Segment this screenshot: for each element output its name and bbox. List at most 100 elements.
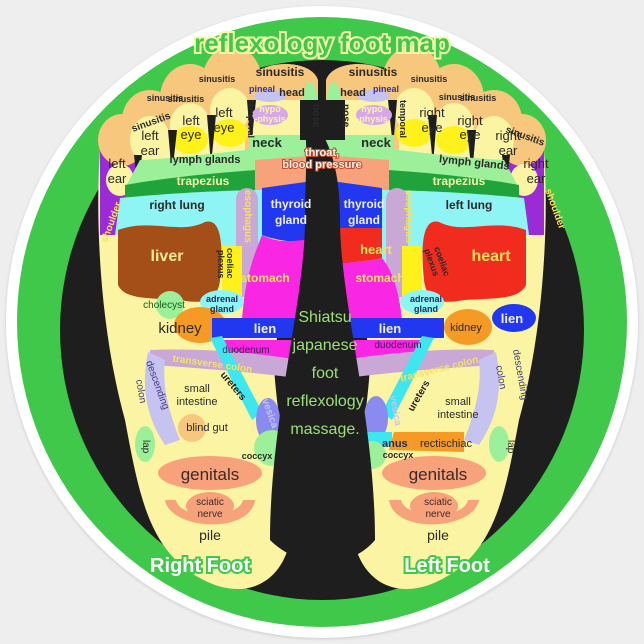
label-adrenal-b: gland [210,304,234,314]
label-esophagus: esophagus [403,190,414,243]
adrenal-zone [400,290,444,314]
label-duodenum: duodenum [222,345,269,356]
label-blood-pressure: blood pressure [282,159,361,171]
toe-gap [428,115,437,165]
label-sciatic: sciatic [424,497,452,508]
eye-zone-2 [210,88,250,132]
lap-zone [489,426,509,462]
label-blind-gut: blind gut [186,422,228,434]
label-coccyx: coccyx [383,450,414,460]
label-neck: neck [252,135,282,150]
label-thyroid-b: gland [275,213,307,227]
center-text-5: massage. [290,421,359,438]
label-trapezius: trapezius [433,174,486,188]
label-colon: colon [493,365,508,390]
label-nerve: nerve [197,509,222,520]
label-nose: nose [340,104,351,128]
label-left-ear-b: ear [141,143,160,158]
label-adrenal-a: adrenal [206,294,238,304]
adrenal-zone [200,290,244,314]
throat-zone [255,155,322,190]
right-eye-highlight-2 [396,119,432,147]
label-kidney: kidney [158,320,202,337]
label-intestine: intestine [177,396,218,408]
label-left-foot: Left Foot [404,555,490,577]
label-sinusitis-2: sinusitis [168,94,205,104]
label-left-eye-a: left [182,113,200,128]
label-lymph-glands: lymph glands [170,154,241,166]
right-eye-highlight-1 [436,126,472,154]
label-colon: colon [133,379,148,404]
label-lien: lien [254,321,276,336]
label-physis: -physis [356,114,388,124]
label-left-eye2-a: left [215,105,233,120]
label-left-ear-a: left [141,128,159,143]
toe-gap [467,130,476,175]
trapezius-zone [354,168,519,200]
label-physis: -physis [254,114,286,124]
label-plexus: plexus [216,250,226,279]
label-pile: pile [199,527,221,543]
center-text-3: foot [312,365,339,382]
label-left-eye2-b: eye [214,120,235,135]
center-text-4: reflexology [286,393,363,410]
rectischiac-zone [389,432,464,452]
hypophysis-zone [252,105,288,125]
title: reflexology foot map [194,28,450,58]
label-pineal: pineal [249,84,275,94]
label-right-foot: Right Foot [150,555,250,577]
liver-zone [118,221,222,302]
label-esophagus: esophagus [242,190,253,243]
cholecyst-zone [156,291,184,319]
sciatic-zone [186,492,234,520]
neck-zone [324,135,394,160]
label-right-lung: right lung [149,198,204,212]
label-thyroid-a: thyroid [344,197,385,211]
label-neck: neck [361,135,391,150]
label-vesica: vesica [387,395,403,427]
label-lien-inner: lien [379,321,401,336]
label-sinusitis-4: sinusitis [147,93,184,103]
descending-colon-zone [464,352,500,445]
label-adrenal-b: gland [414,304,438,314]
label-stomach: stomach [355,271,404,285]
label-trapezius: trapezius [177,174,230,188]
hypophysis-zone [356,105,392,125]
kidney-zone [444,309,492,345]
ureters-zone [382,336,434,420]
ureters-zone [210,336,262,420]
descending-colon-zone [144,352,180,445]
label-left-ear2-b: ear [108,171,127,186]
label-lien-outer: lien [501,311,523,326]
label-temporal: temporal [398,100,408,138]
label-cholecyst: cholecyst [143,300,185,311]
label-sinusitis-2: sinusitis [411,74,448,84]
label-nose: nose [310,104,321,128]
label-temporal: temporal [246,100,256,138]
center-text-1: Shiatsu [298,309,351,326]
label-nerve: nerve [425,509,450,520]
label-genitals: genitals [181,465,240,484]
label-left-ear2-a: left [108,156,126,171]
label-right-eye2-b: eye [460,127,481,142]
center-text-2: japanese [292,337,358,354]
label-adrenal-a: adrenal [410,294,442,304]
label-right-ear2-b: ear [527,171,546,186]
label-sinusitis-1: sinusitis [256,65,305,79]
trapezius-zone [125,168,290,200]
label-right-eye-a: right [419,105,445,120]
left-eye-highlight-1 [172,126,208,154]
label-lap: lap [140,440,151,454]
sciatic-arc [389,500,479,525]
label-rectischiac: rectischiac [420,438,472,450]
label-right-ear-b: ear [499,143,518,158]
label-hypo: hypo [259,104,281,114]
genitals-zone [382,456,486,490]
label-heart: heart [471,248,511,265]
label-right-ear-a: right [495,128,521,143]
left-eye-highlight-2 [212,119,248,147]
lap-zone [135,426,155,462]
pineal-zone [254,90,286,102]
label-sinusitis-3: sinusitis [439,92,476,102]
